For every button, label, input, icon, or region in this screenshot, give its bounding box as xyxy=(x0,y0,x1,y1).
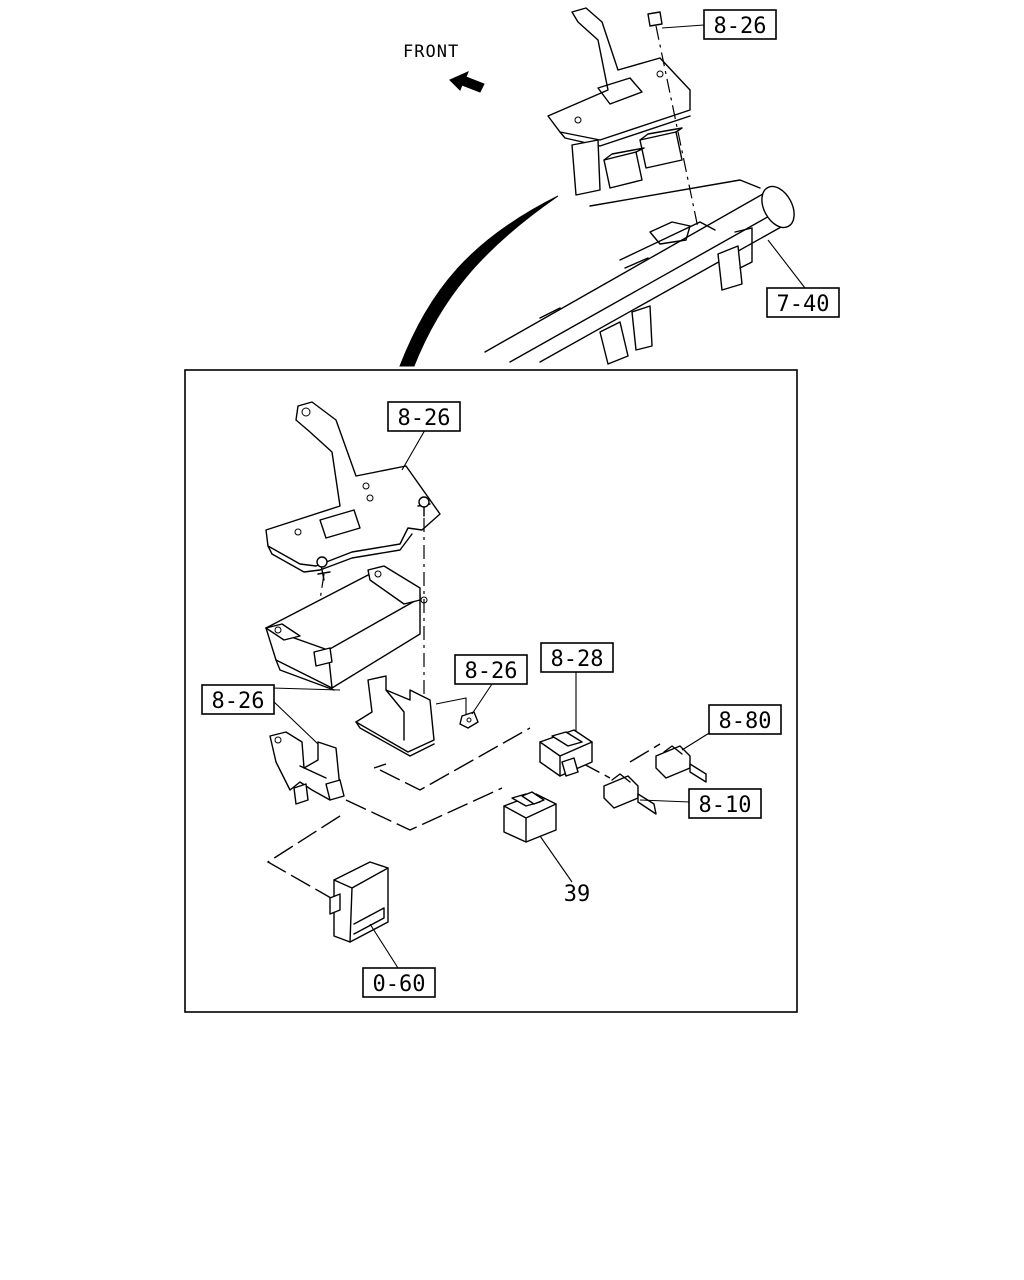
callout-bracket-detail: 8-26 xyxy=(387,401,461,432)
svg-text:8-26: 8-26 xyxy=(212,689,265,714)
callout-crossmember: 7-40 xyxy=(766,287,840,318)
detail-assembly: 8-26 xyxy=(201,401,782,998)
callout-connector-b: 8-80 xyxy=(708,704,782,735)
svg-text:8-10: 8-10 xyxy=(699,793,752,818)
callout-bracket-top: 8-26 xyxy=(703,9,777,40)
callout-connector-a: 8-28 xyxy=(540,642,614,673)
callout-relay: 39 xyxy=(564,882,591,907)
control-unit-0-60 xyxy=(329,861,389,943)
detail-frame xyxy=(184,369,798,1013)
relay-39 xyxy=(503,791,557,843)
svg-text:8-26: 8-26 xyxy=(398,406,451,431)
mounting-bracket xyxy=(265,401,441,581)
connector-8-10 xyxy=(603,773,657,815)
detail-swoosh xyxy=(399,195,559,367)
nut-icon xyxy=(459,711,479,729)
svg-text:8-26: 8-26 xyxy=(714,14,767,39)
socket-cluster xyxy=(269,731,345,805)
relay-bracket xyxy=(355,675,435,757)
control-box xyxy=(265,565,428,691)
svg-text:7-40: 7-40 xyxy=(777,292,830,317)
svg-text:8-26: 8-26 xyxy=(465,659,518,684)
front-label: FRONT xyxy=(403,42,459,62)
wiring-harness xyxy=(266,727,661,903)
connector-8-80 xyxy=(655,745,707,783)
callout-nut: 8-26 xyxy=(454,654,528,685)
overview-assembly: FRONT xyxy=(399,7,840,367)
callout-relay-bracket: 8-26 xyxy=(201,684,275,715)
front-arrow-icon xyxy=(449,71,485,93)
svg-text:0-60: 0-60 xyxy=(373,972,426,997)
callout-connector-c: 8-10 xyxy=(688,788,762,819)
overview-bracket xyxy=(547,7,699,229)
svg-text:8-80: 8-80 xyxy=(719,709,772,734)
callout-control-unit: 0-60 xyxy=(362,967,436,998)
crossmember-tube xyxy=(484,179,795,365)
connector-8-28 xyxy=(539,729,593,777)
svg-text:8-28: 8-28 xyxy=(551,647,604,672)
